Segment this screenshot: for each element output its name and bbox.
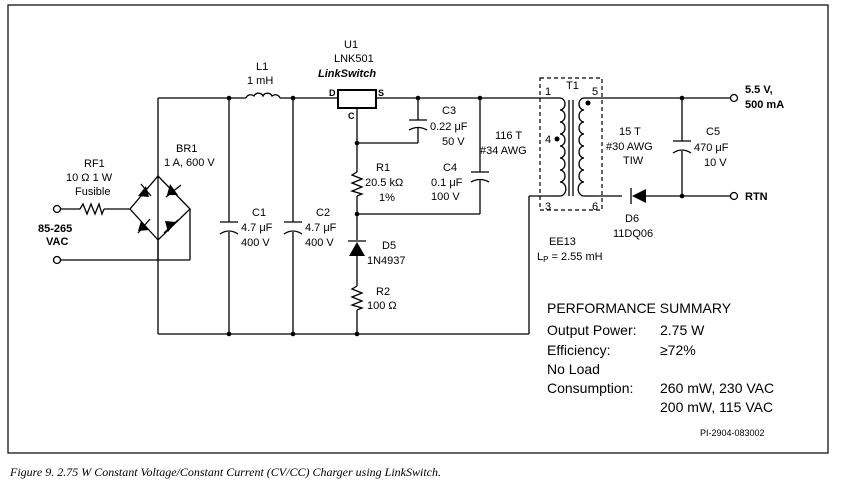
- c5-capacitor: [672, 140, 692, 154]
- c2-capacitor: [283, 221, 303, 235]
- c5-ref-label: C5: [706, 126, 720, 138]
- input-terminal-neutral: [52, 255, 62, 265]
- c2-value2-label: 400 V: [305, 237, 334, 249]
- r1-value2-label: 1%: [379, 192, 395, 204]
- l1-value-label: 1 mH: [247, 75, 273, 87]
- d5-diode: [348, 240, 366, 256]
- perf-row-label: Efficiency:: [547, 342, 611, 358]
- figure-border: [7, 4, 829, 454]
- r1-resistor: [350, 171, 364, 197]
- t1-pri-turns-label: 116 T: [495, 130, 522, 142]
- t1-sec-turns-label: 15 T: [619, 126, 641, 138]
- perf-row-label: Output Power:: [547, 322, 637, 338]
- br1-bridge: [129, 175, 191, 241]
- perf-row-value: 200 mW, 115 VAC: [660, 399, 773, 415]
- r2-resistor: [350, 285, 364, 311]
- t1-pin-6: 6: [592, 201, 598, 213]
- perf-row-label: No Load: [547, 361, 600, 377]
- t1-pin-1: 1: [545, 86, 551, 98]
- c3-capacitor: [408, 119, 428, 131]
- u1-pin-s: S: [378, 88, 384, 98]
- c1-capacitor: [219, 221, 239, 235]
- r2-ref-label: R2: [376, 286, 390, 298]
- r1-value1-label: 20.5 kΩ: [365, 177, 403, 189]
- drawing-id: PI-2904-083002: [700, 428, 765, 438]
- t1-pin-4: 4: [545, 134, 551, 146]
- t1-lp-value: = 2.55 mH: [548, 251, 602, 263]
- c2-ref-label: C2: [316, 207, 330, 219]
- t1-ref-label: T1: [566, 80, 579, 92]
- c4-value1-label: 0.1 μF: [431, 177, 463, 189]
- r1-ref-label: R1: [376, 162, 390, 174]
- perf-row-label: Consumption:: [547, 380, 633, 396]
- u1-pin-d: D: [329, 88, 336, 98]
- l1-inductor: [245, 92, 281, 99]
- t1-pri-wire-label: #34 AWG: [480, 145, 527, 157]
- t1-pin-3: 3: [545, 201, 551, 213]
- c5-value2-label: 10 V: [704, 157, 727, 169]
- t1-lp-subscript: P: [543, 255, 548, 264]
- t1-lp-label: LP = 2.55 mH: [537, 251, 603, 264]
- rf1-resistor: [79, 202, 105, 216]
- d6-ref-label: D6: [625, 213, 639, 225]
- c3-value1-label: 0.22 μF: [430, 121, 468, 133]
- c4-ref-label: C4: [443, 162, 457, 174]
- c1-value1-label: 4.7 μF: [241, 222, 273, 234]
- t1-lp-symbol: L: [537, 251, 543, 263]
- t1-pin-5: 5: [592, 86, 598, 98]
- d6-diode: [630, 188, 646, 204]
- c3-ref-label: C3: [442, 105, 456, 117]
- perf-row-value: 2.75 W: [660, 322, 705, 338]
- l1-ref-label: L1: [256, 61, 268, 73]
- performance-summary: PERFORMANCE SUMMARY Output Power: 2.75 W…: [547, 300, 774, 415]
- c5-value1-label: 470 μF: [694, 142, 729, 154]
- perf-row-value: 260 mW, 230 VAC: [660, 380, 774, 396]
- u1-part-label: LNK501: [334, 53, 374, 65]
- perf-row-value: ≥72%: [660, 342, 696, 358]
- rf1-value-label: 10 Ω 1 W: [66, 172, 113, 184]
- return-label: RTN: [745, 191, 768, 203]
- d5-ref-label: D5: [382, 240, 396, 252]
- br1-value-label: 1 A, 600 V: [164, 157, 215, 169]
- rf1-note-label: Fusible: [75, 186, 110, 198]
- output-current-label: 500 mA: [745, 99, 784, 111]
- input-voltage-label2: VAC: [46, 236, 68, 248]
- output-voltage-label: 5.5 V,: [745, 84, 773, 96]
- d6-part-label: 11DQ06: [613, 228, 653, 240]
- br1-ref-label: BR1: [176, 143, 197, 155]
- t1-transformer: [539, 77, 603, 211]
- c4-value2-label: 100 V: [431, 191, 460, 203]
- input-voltage-label1: 85-265: [38, 223, 72, 235]
- t1-sec-type-label: TIW: [623, 155, 644, 167]
- c3-value2-label: 50 V: [442, 136, 465, 148]
- schematic-wires: [57, 97, 734, 335]
- t1-core-label: EE13: [549, 236, 576, 248]
- performance-title: PERFORMANCE SUMMARY: [547, 300, 732, 316]
- junction-dots: [226, 95, 685, 337]
- u1-linkswitch: [337, 89, 377, 109]
- c4-capacitor: [470, 171, 490, 183]
- c1-ref-label: C1: [252, 207, 266, 219]
- c2-value1-label: 4.7 μF: [305, 222, 337, 234]
- r2-value-label: 100 Ω: [367, 300, 397, 312]
- u1-name-label: LinkSwitch: [318, 68, 376, 80]
- t1-sec-wire-label: #30 AWG: [606, 141, 653, 153]
- figure-caption: Figure 9. 2.75 W Constant Voltage/Consta…: [9, 465, 441, 479]
- output-terminal-return: [729, 191, 739, 201]
- c1-value2-label: 400 V: [241, 237, 270, 249]
- rf1-ref-label: RF1: [84, 158, 105, 170]
- input-terminal-line: [52, 204, 62, 214]
- u1-pin-c: C: [348, 111, 355, 121]
- d5-part-label: 1N4937: [367, 255, 406, 267]
- output-terminal-positive: [729, 93, 739, 103]
- u1-ref-label: U1: [344, 39, 358, 51]
